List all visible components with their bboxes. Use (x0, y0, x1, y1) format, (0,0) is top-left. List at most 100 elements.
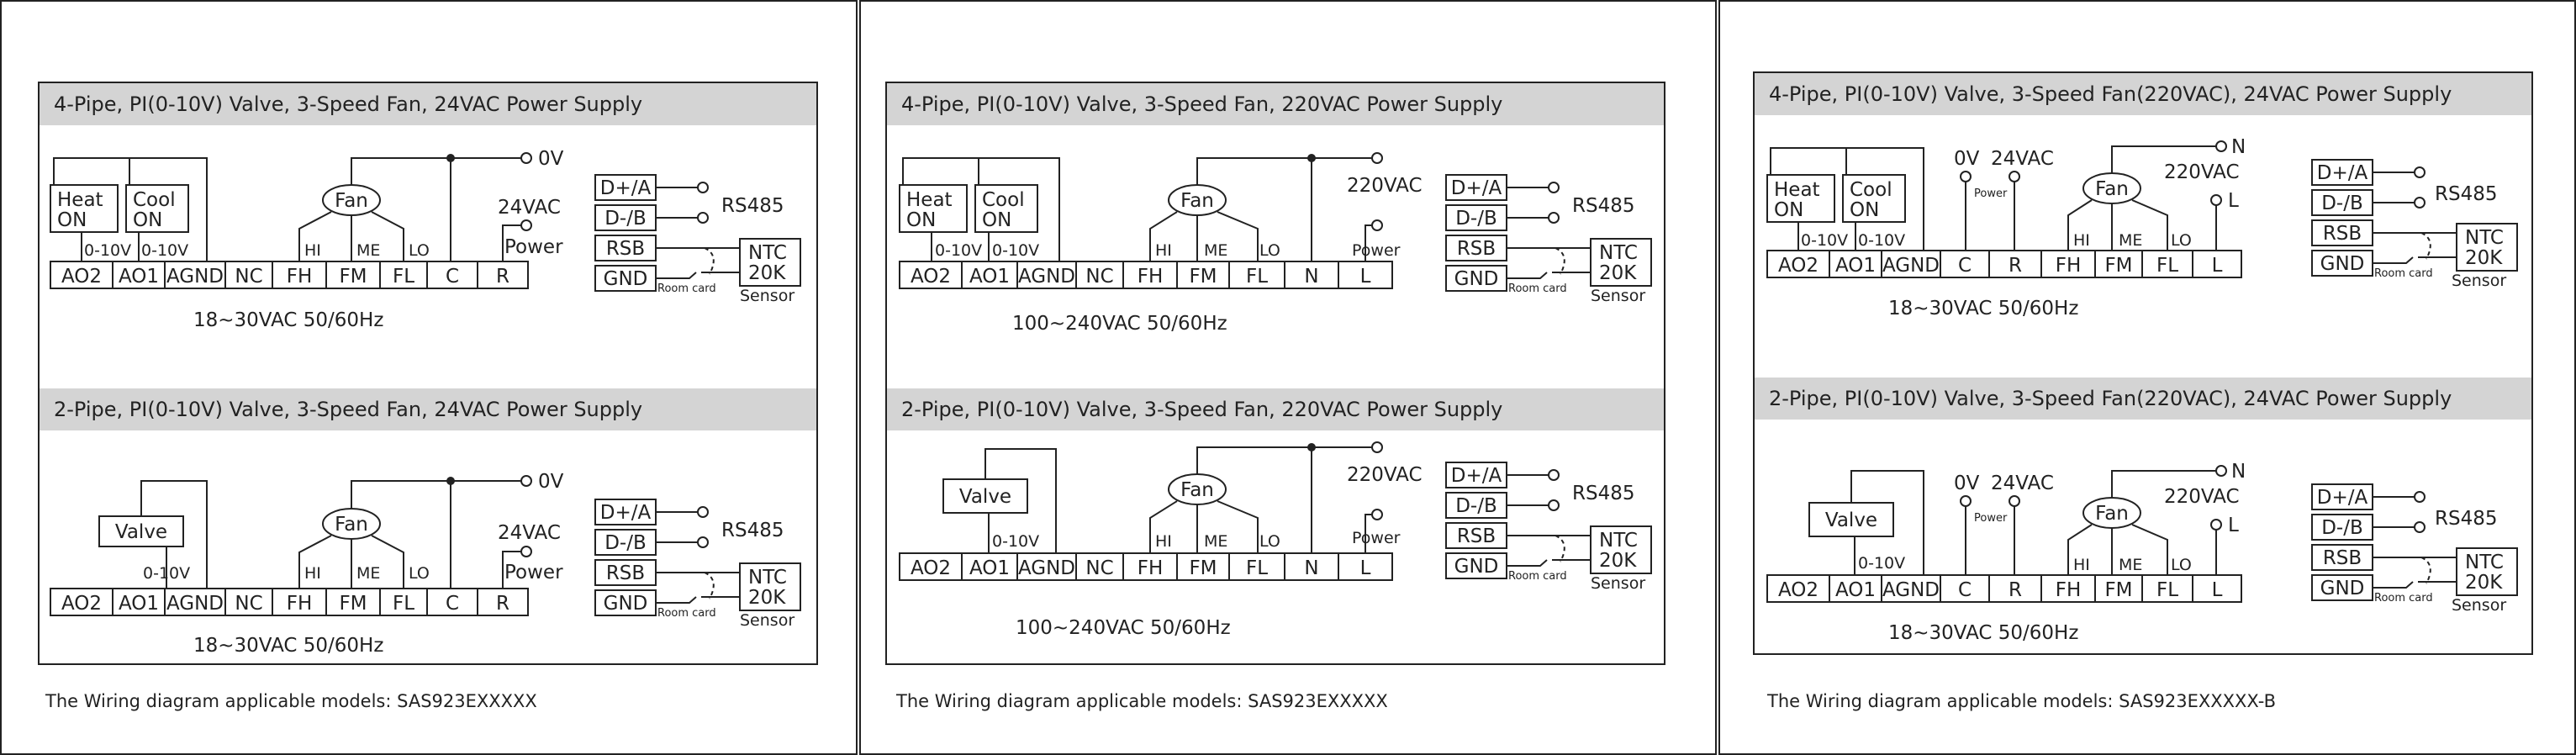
terminal-fh: FH (2056, 255, 2082, 277)
speed-hi: HI (304, 564, 321, 583)
label-220vac: 220VAC (2164, 486, 2240, 508)
valve-wires (140, 480, 208, 589)
fan-wires (2067, 145, 2216, 251)
terminal-fm: FM (1189, 557, 1217, 579)
comm-db: D-/B (1455, 208, 1497, 230)
section-4pipe-24vac: 4-Pipe, PI(0-10V) Valve, 3-Speed Fan, 24… (40, 83, 816, 331)
comm-db: D-/B (1455, 495, 1497, 517)
speed-me: ME (1204, 532, 1227, 551)
heat-valve-box (1766, 174, 1835, 223)
label-24vac: 24VAC (1991, 473, 2054, 494)
terminal-l-dot (1371, 219, 1383, 231)
speed-lo: LO (409, 564, 430, 583)
cool-on-label: ON (982, 209, 1011, 231)
terminal-strip: AO2 AO1 AGND C R FH FM FL L (1766, 250, 2242, 278)
terminal-fm: FM (339, 266, 367, 288)
terminal-strip: AO2 AO1 AGND NC FH FM FL N L (899, 261, 1393, 289)
terminal-fh: FH (287, 266, 313, 288)
cool-valve-box (1842, 174, 1906, 223)
applicable-models-caption: The Wiring diagram applicable models: SA… (45, 691, 537, 711)
terminal-n-dot (1371, 441, 1383, 453)
terminal-ao2: AO2 (61, 266, 102, 288)
terminal-n: N (1304, 266, 1318, 288)
comm-rsb: RSB (1457, 525, 1496, 547)
speed-me: ME (356, 241, 380, 260)
fan-wires (298, 480, 451, 589)
terminal-agnd: AGND (1018, 266, 1075, 288)
comm-da: D+/A (600, 177, 652, 199)
fan-label: Fan (1180, 190, 1214, 212)
section-header-bg (40, 388, 816, 430)
section-title: 4-Pipe, PI(0-10V) Valve, 3-Speed Fan, 22… (901, 92, 1502, 116)
section-title: 4-Pipe, PI(0-10V) Valve, 3-Speed Fan, 24… (54, 92, 642, 116)
speed-lo: LO (2171, 556, 2192, 574)
terminal-ao1: AO1 (969, 557, 1010, 579)
valve-wires (1770, 147, 1924, 251)
terminal-c: C (1958, 579, 1972, 601)
heat-label: Heat (57, 189, 103, 211)
power-wires (451, 480, 521, 589)
room-card-label: Room card (657, 607, 716, 620)
fan-label: Fan (335, 514, 368, 536)
ntc-label: NTC (1599, 530, 1638, 552)
power-wires (1312, 157, 1372, 261)
signal-label: 0-10V (992, 532, 1039, 551)
heat-valve-box (899, 184, 968, 233)
rs485-label: RS485 (2435, 508, 2497, 530)
rs485-label: RS485 (1572, 195, 1634, 217)
section-4pipe-220vac: 4-Pipe, PI(0-10V) Valve, 3-Speed Fan, 22… (887, 83, 1664, 335)
comm-rsb: RSB (2323, 547, 2362, 569)
section-title: 4-Pipe, PI(0-10V) Valve, 3-Speed Fan(220… (1769, 82, 2452, 106)
terminal-l-dot (2210, 194, 2222, 206)
section-2pipe-24vac: 2-Pipe, PI(0-10V) Valve, 3-Speed Fan, 24… (40, 388, 816, 657)
comm-gnd: GND (604, 593, 648, 615)
comm-da: D+/A (2317, 487, 2368, 509)
sensor-label: Sensor (1591, 287, 1645, 305)
low-voltage-wires (1965, 182, 2015, 251)
ntc-label: NTC (2465, 552, 2504, 573)
speed-hi: HI (304, 241, 321, 260)
supply-voltage: 18~30VAC 50/60Hz (1888, 622, 2078, 644)
signal-label-2: 0-10V (141, 241, 188, 260)
label-24vac: 24VAC (1991, 148, 2054, 170)
comm-terminals: D+/A D-/B RSB GND (594, 499, 801, 616)
terminal-0v-dot (1960, 495, 1972, 507)
terminal-ao2: AO2 (1778, 579, 1819, 601)
room-card-label: Room card (1508, 570, 1567, 583)
low-voltage-wires (1965, 506, 2015, 575)
terminal-n-dot (2215, 140, 2227, 152)
terminal-strip: AO2 AO1 AGND C R FH FM FL L (1766, 574, 2242, 603)
ntc-value: 20K (1599, 550, 1637, 572)
room-card-label: Room card (1508, 282, 1567, 295)
section-header-bg (887, 388, 1664, 430)
room-card-label: Room card (2374, 267, 2433, 280)
terminal-ao2: AO2 (911, 266, 951, 288)
diagram-frame (885, 82, 1665, 665)
rs485-label: RS485 (721, 195, 784, 217)
comm-db: D-/B (604, 532, 647, 554)
sensor-label: Sensor (740, 287, 794, 305)
terminal-fm: FM (2104, 579, 2132, 601)
heat-valve-box (50, 184, 119, 233)
terminal-l: L (2212, 255, 2223, 277)
cool-label: Cool (982, 189, 1025, 211)
wiring-panel-24vac: 4-Pipe, PI(0-10V) Valve, 3-Speed Fan, 24… (0, 0, 858, 755)
cool-valve-box (125, 184, 189, 233)
supply-voltage: 18~30VAC 50/60Hz (1888, 298, 2078, 319)
terminal-c: C (446, 266, 459, 288)
terminal-24vac-dot (520, 219, 532, 231)
label-220vac: 220VAC (1347, 464, 1423, 486)
supply-voltage: 100~240VAC 50/60Hz (1012, 313, 1227, 335)
terminal-r: R (496, 593, 509, 615)
comm-gnd: GND (1454, 556, 1499, 578)
signal-label-1: 0-10V (84, 241, 131, 260)
terminal-fh: FH (1138, 557, 1164, 579)
terminal-ao1: AO1 (119, 593, 159, 615)
cool-label: Cool (133, 189, 176, 211)
section-header-bg (1755, 73, 2531, 115)
wiring-panel-220vac: 4-Pipe, PI(0-10V) Valve, 3-Speed Fan, 22… (859, 0, 1717, 755)
section-header-bg (40, 83, 816, 125)
cool-on-label: ON (133, 209, 162, 231)
ntc-value: 20K (1599, 262, 1637, 284)
speed-hi: HI (2073, 556, 2090, 574)
